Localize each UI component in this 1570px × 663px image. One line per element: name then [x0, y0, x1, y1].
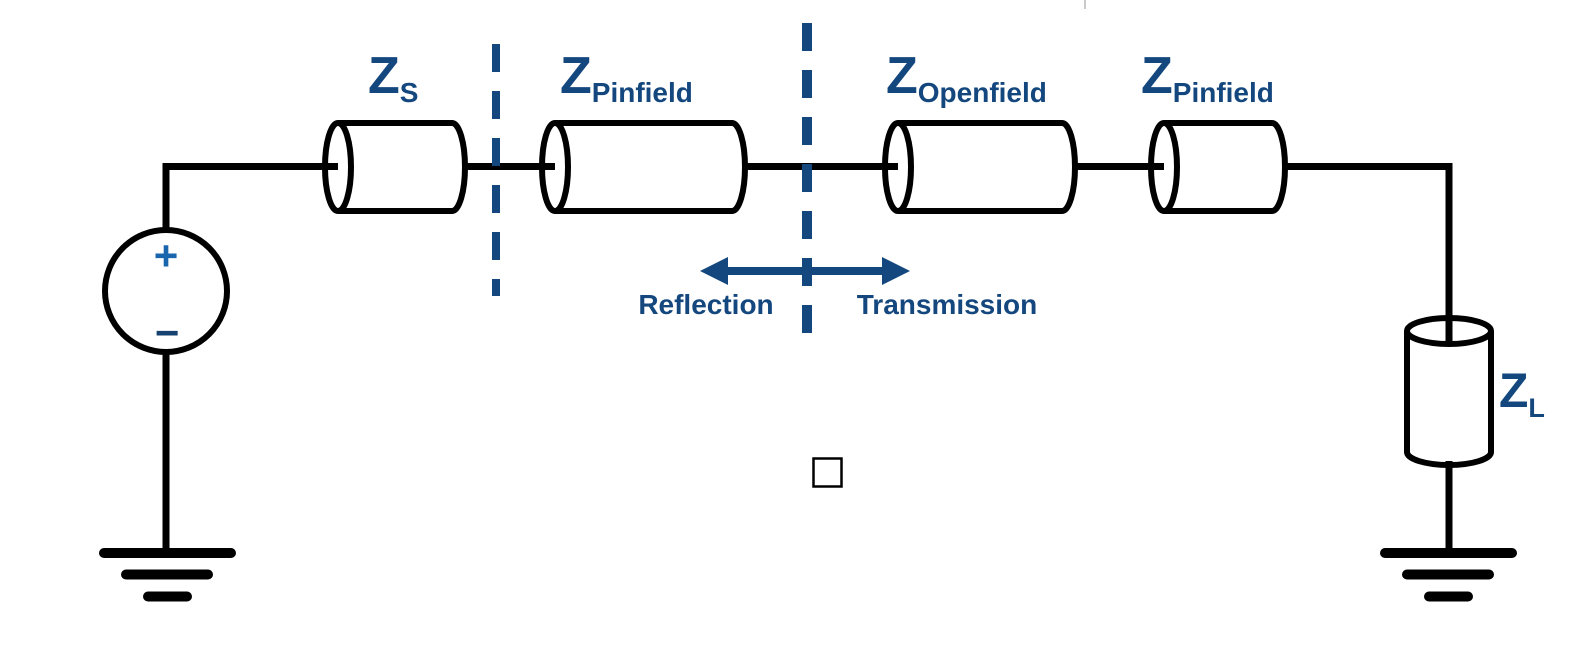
label-zopenfield-main: Z: [886, 47, 918, 105]
label-zpinfield-right-main: Z: [1141, 47, 1173, 105]
voltage-source-plus-sign: +: [154, 232, 179, 279]
cylinder-end-ellipse: [882, 120, 914, 214]
label-zload-main: Z: [1499, 365, 1528, 418]
top-gray-tick-artifact: [1084, 0, 1086, 9]
cylinder-end-ellipse: [539, 120, 571, 214]
ground-symbol-left: [99, 548, 236, 602]
label-zs-sub: S: [400, 77, 419, 108]
label-zload: ZL: [1499, 365, 1545, 423]
label-zpinfield-left: ZPinfield: [560, 47, 693, 108]
arrow-head-right-icon: [882, 257, 910, 285]
cylinder-body: [338, 120, 468, 214]
label-zpinfield-left-sub: Pinfield: [592, 77, 693, 108]
cylinder-body: [1164, 120, 1288, 214]
reflection-label: Reflection: [638, 289, 773, 320]
impedance-cylinder-zopenfield: [882, 120, 1078, 214]
label-zs: ZS: [368, 47, 418, 108]
cylinder-end-ellipse: [1404, 315, 1494, 347]
impedance-cylinder-zs: [322, 120, 468, 214]
cylinder-body: [1404, 331, 1494, 468]
cylinder-body: [555, 120, 748, 214]
impedance-cylinder-zpinfield-right: [1148, 120, 1288, 214]
label-zpinfield-left-main: Z: [560, 47, 592, 105]
cylinder-end-ellipse: [1148, 120, 1180, 214]
cylinder-end-ellipse: [322, 120, 354, 214]
transmission-label: Transmission: [857, 289, 1038, 320]
reflection-transmission-arrow: [700, 257, 910, 285]
label-zload-sub: L: [1528, 393, 1545, 423]
arrow-head-left-icon: [700, 257, 728, 285]
impedance-cylinder-zload: [1404, 163, 1494, 468]
small-square-artifact: [812, 457, 843, 488]
label-zpinfield-right-sub: Pinfield: [1173, 77, 1274, 108]
voltage-source-circle: [102, 227, 230, 355]
label-zopenfield: ZOpenfield: [886, 47, 1047, 108]
ground-symbol-right: [1380, 548, 1517, 602]
label-zpinfield-right: ZPinfield: [1141, 47, 1274, 108]
label-zs-main: Z: [368, 47, 400, 105]
impedance-cylinder-zpinfield-left: [539, 120, 748, 214]
voltage-source-minus-sign: −: [155, 309, 180, 356]
label-zopenfield-sub: Openfield: [918, 77, 1047, 108]
cylinder-body: [898, 120, 1078, 214]
